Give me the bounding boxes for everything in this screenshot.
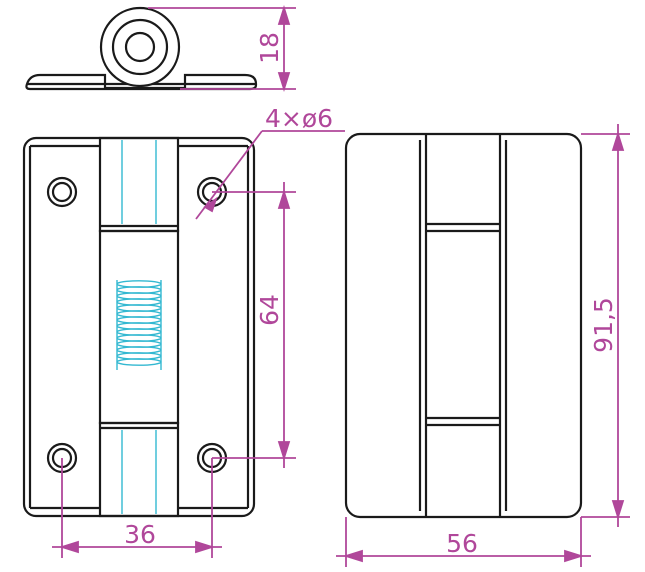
dim-label-overall-height: 91,5 <box>589 297 618 353</box>
top-view <box>25 6 258 91</box>
dim-label-holes: 4×ø6 <box>265 104 333 133</box>
hidden-pin-lines <box>116 140 162 514</box>
dimension-lines <box>52 4 630 567</box>
top-view-knuckle-mid <box>111 18 169 76</box>
dim-label-hole-spacing-horizontal: 36 <box>124 520 156 549</box>
side-view-body <box>344 132 583 519</box>
dim-label-pin-height: 18 <box>255 32 284 64</box>
top-view-pin <box>124 31 156 63</box>
knuckle-middle <box>98 229 180 425</box>
spring <box>116 280 162 370</box>
knuckle-bottom <box>98 421 180 518</box>
dim-label-hole-spacing-vertical: 64 <box>255 294 284 326</box>
mounting-hole-top-left <box>46 176 78 208</box>
knuckle-top <box>98 136 180 233</box>
side-view <box>344 132 583 519</box>
dim-label-overall-width: 56 <box>446 529 478 558</box>
front-view <box>22 136 256 518</box>
